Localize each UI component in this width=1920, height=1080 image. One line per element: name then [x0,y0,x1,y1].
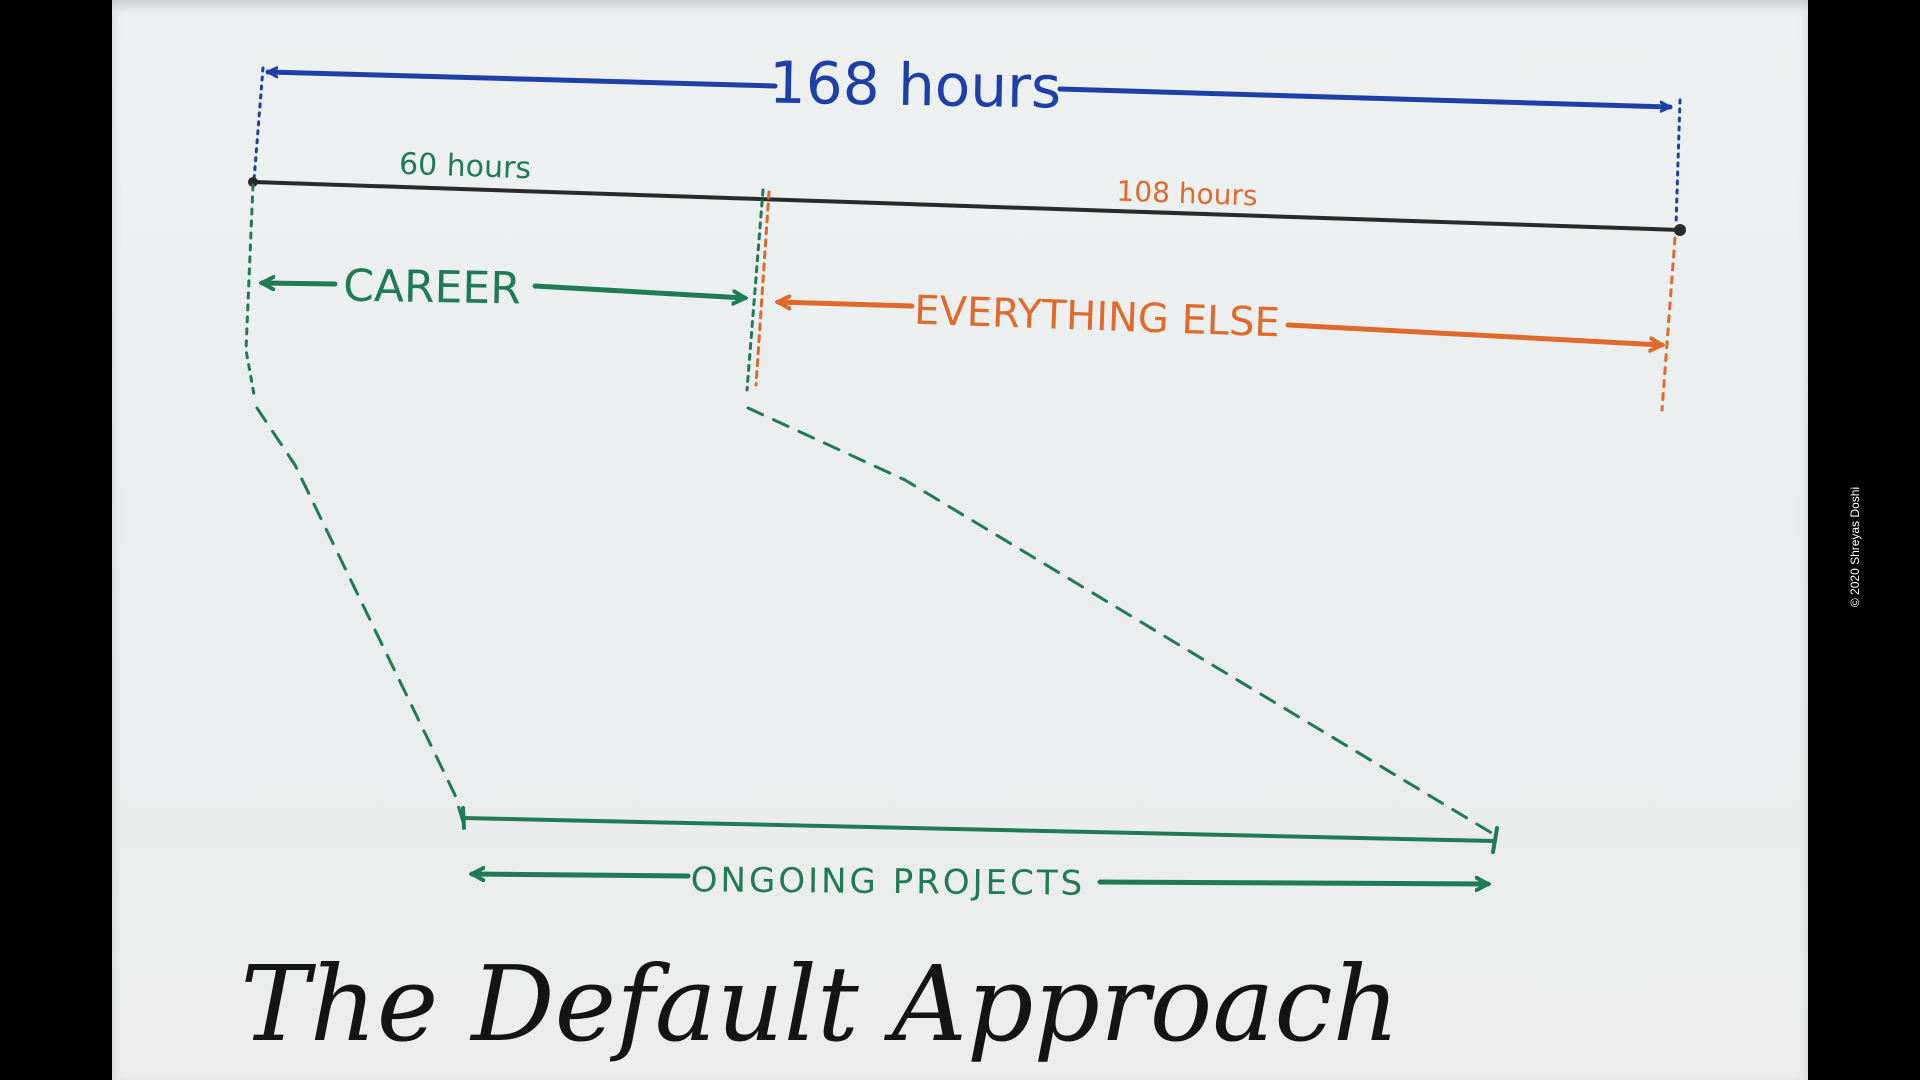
career-right-boundary [745,188,765,392]
projection-left [255,406,465,824]
projects-timeline-end [1491,826,1499,854]
projection-right [746,406,1497,837]
total-arrow-right [1057,86,1673,107]
week-end-dot [1674,224,1686,236]
projects-arrow-left [472,874,691,876]
week-start-dot [248,177,258,187]
else-hours-label: 108 hours [1116,175,1258,213]
total-right-boundary [1674,98,1682,227]
total-hours-label: 168 hours [768,48,1061,121]
else-left-boundary [754,190,771,387]
total-left-boundary [252,66,265,182]
everything-else-label: EVERYTHING ELSE [913,288,1280,347]
else-arrow-left [778,302,915,306]
total-arrow-left [265,72,778,89]
projects-timeline-start [461,806,466,830]
career-arrow-right [532,283,745,298]
projects-timeline [461,816,1497,843]
career-label: CAREER [343,260,521,314]
diagram-title: The Default Approach [240,943,1399,1065]
projection-lines [255,406,1497,837]
copyright-notice: © 2020 Shreyas Doshi [1848,486,1862,608]
projects-arrow-right [1097,882,1488,884]
ongoing-projects-section: ONGOING PROJECTS [461,806,1499,904]
else-arrow-right [1285,322,1662,345]
ongoing-projects-label: ONGOING PROJECTS [691,860,1086,903]
total-span: 168 hours [252,48,1682,227]
career-arrow-left [262,283,338,284]
week-line: 60 hours 108 hours [248,147,1686,236]
paper-card [112,0,1808,1080]
career-left-boundary [244,183,257,402]
career-section: CAREER [244,183,765,402]
week-timeline [251,180,1682,232]
else-right-boundary [1660,236,1677,412]
career-hours-label: 60 hours [398,147,531,187]
